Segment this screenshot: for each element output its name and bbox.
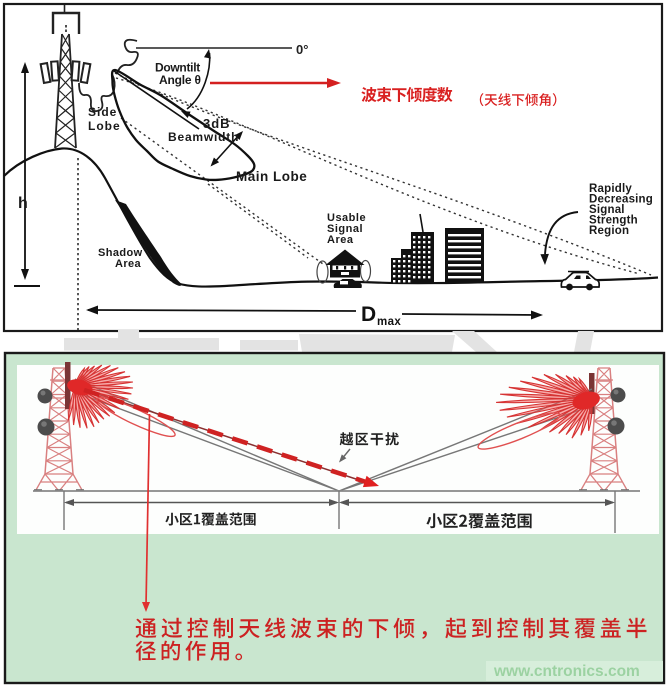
svg-text:0°: 0° — [296, 42, 308, 57]
svg-text:Area: Area — [115, 258, 142, 270]
svg-text:D: D — [361, 303, 376, 326]
svg-text:max: max — [377, 316, 401, 328]
svg-text:Strength: Strength — [589, 215, 638, 227]
svg-text:Signal: Signal — [589, 204, 625, 216]
svg-text:Downtilt: Downtilt — [155, 61, 200, 75]
svg-text:Shadow: Shadow — [98, 247, 143, 259]
svg-text:www.cntronics.com: www.cntronics.com — [493, 663, 640, 680]
svg-text:Beamwidth: Beamwidth — [168, 130, 239, 144]
svg-text:Angle θ: Angle θ — [159, 73, 201, 87]
svg-text:Lobe: Lobe — [88, 119, 121, 133]
svg-text:Signal: Signal — [327, 223, 363, 235]
svg-text:h: h — [18, 195, 28, 212]
svg-text:Region: Region — [589, 225, 629, 237]
svg-text:Usable: Usable — [327, 212, 366, 224]
svg-text:Side: Side — [88, 105, 117, 119]
svg-text:Main Lobe: Main Lobe — [236, 169, 307, 184]
svg-text:Area: Area — [327, 234, 354, 246]
svg-text:Decreasing: Decreasing — [589, 194, 653, 206]
svg-text:Rapidly: Rapidly — [589, 183, 632, 195]
svg-text:3dB: 3dB — [203, 116, 231, 131]
